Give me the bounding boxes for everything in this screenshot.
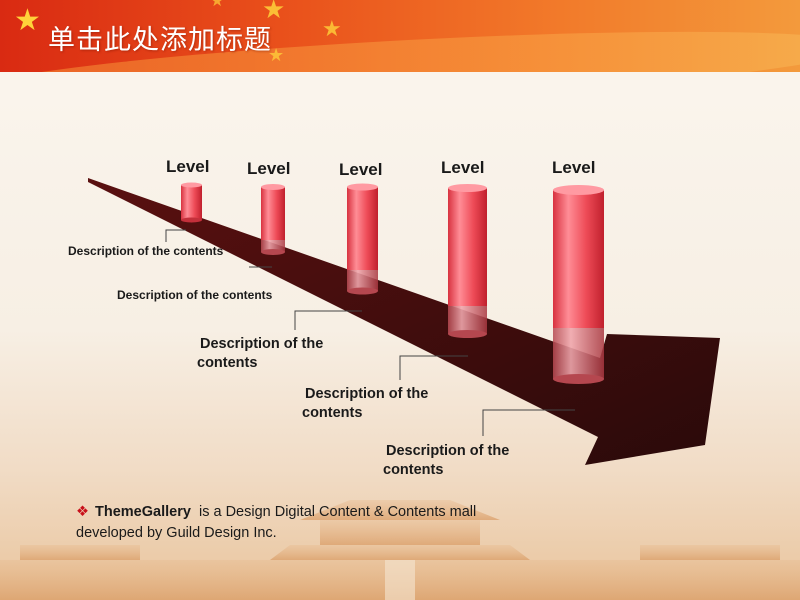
description-5-line2: contents [383,462,444,478]
level-cylinder-3 [347,183,378,295]
level-cylinder-1 [181,182,202,223]
footer-brand: ThemeGallery [95,504,191,520]
description-5-line1: Description of the [386,443,510,459]
level-cylinder-2 [261,184,285,255]
level-label-3[interactable]: Level [339,160,383,179]
description-3-line1: Description of the [200,336,324,352]
description-5[interactable]: Description of the contents [383,442,509,480]
level-label-5[interactable]: Level [552,158,596,177]
description-4-line2: contents [302,405,363,421]
trend-arrow [88,178,720,465]
description-4-line1: Description of the [305,386,429,402]
description-3[interactable]: Description of the contents [197,335,323,373]
star-icon: ★ [268,45,285,65]
star-icon: ★ [210,0,225,10]
level-label-2[interactable]: Level [247,159,291,178]
star-icon: ★ [322,16,342,41]
level-label-1[interactable]: Level [166,157,210,176]
description-1[interactable]: Description of the contents [68,244,224,258]
level-cylinder-4 [448,184,487,338]
star-icon: ★ [14,4,41,37]
footer-text-line2: developed by Guild Design Inc. [76,525,277,541]
header-banner: ★ ★ ★ ★ ★ 单击此处添加标题 [0,0,800,72]
callout-lines [165,229,575,436]
level-label-4[interactable]: Level [441,158,485,177]
footer-text-line1: is a Design Digital Content & Contents m… [190,504,477,520]
palace-silhouette [0,500,800,600]
description-3-line2: contents [197,355,258,371]
slide-title[interactable]: 单击此处添加标题 [48,25,272,56]
four-petal-bullet-icon: ❖ [76,504,89,520]
footer-text[interactable]: ❖ ThemeGallery is a Design Digital Conten… [76,502,596,544]
description-4[interactable]: Description of the contents [302,385,428,423]
description-2[interactable]: Description of the contents [117,288,273,302]
star-icon: ★ [262,0,286,24]
level-cylinder-5 [553,185,604,384]
